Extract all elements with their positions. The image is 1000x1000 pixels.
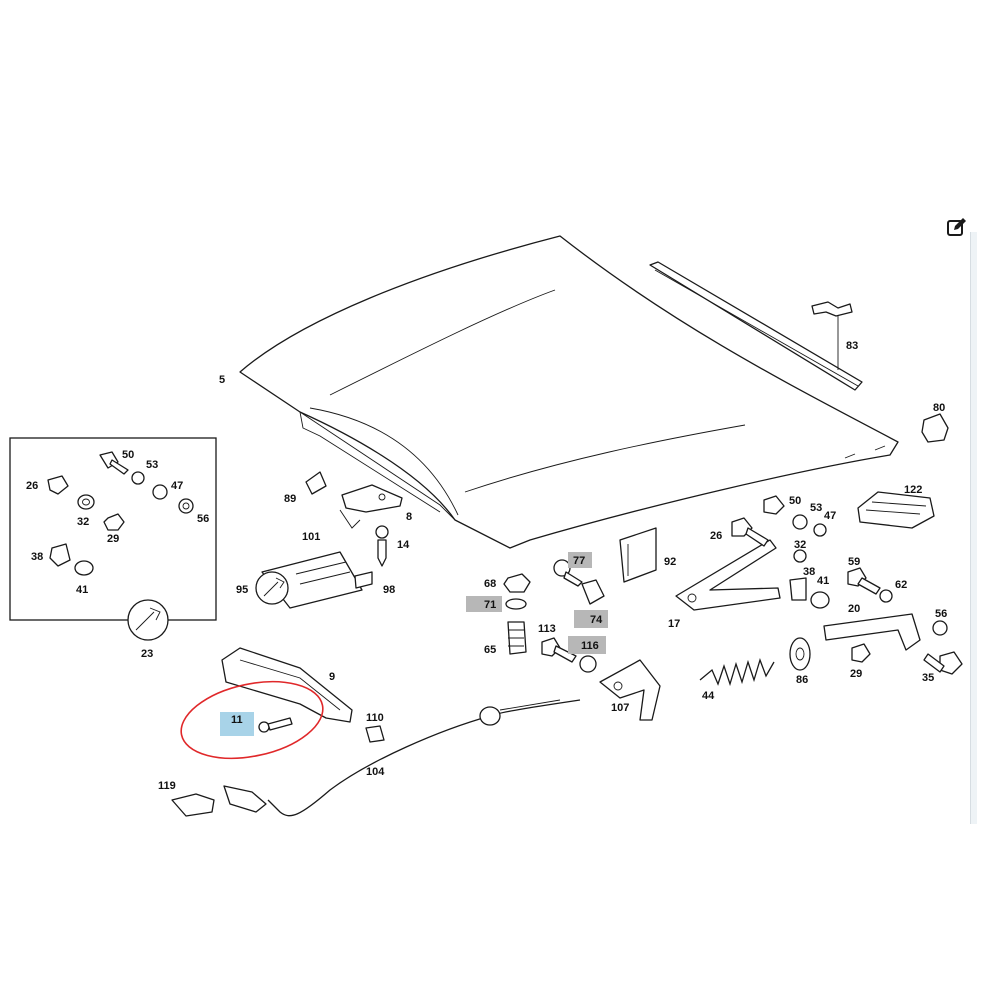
- highlight-11: [220, 712, 254, 736]
- label-38b: 38: [803, 566, 815, 578]
- hinge-hardware-right: [731, 495, 963, 675]
- bump-stop-80: [921, 413, 949, 443]
- label-53b: 53: [810, 502, 822, 514]
- nut-68: [503, 573, 531, 593]
- label-17: 17: [668, 618, 680, 630]
- label-92: 92: [664, 556, 676, 568]
- highlight-77: [568, 552, 592, 568]
- label-32a: 32: [77, 516, 89, 528]
- label-95: 95: [236, 584, 248, 596]
- label-65: 65: [484, 644, 496, 656]
- label-47a: 47: [171, 480, 183, 492]
- label-89: 89: [284, 493, 296, 505]
- label-26b: 26: [710, 530, 722, 542]
- clip-83: [811, 301, 853, 370]
- edit-icon[interactable]: [946, 216, 968, 238]
- highlight-71: [466, 596, 502, 612]
- label-68: 68: [484, 578, 496, 590]
- label-113: 113: [538, 623, 556, 635]
- label-53a: 53: [146, 459, 158, 471]
- stud-65: [507, 621, 527, 655]
- clip-110: [365, 725, 385, 743]
- seal-strip: [649, 261, 863, 391]
- washer-71: [505, 598, 527, 610]
- label-5: 5: [219, 374, 225, 386]
- bolt-11: [258, 717, 293, 733]
- label-29a: 29: [107, 533, 119, 545]
- cable-end-119: [171, 785, 267, 817]
- hinge-17: [675, 539, 781, 611]
- edit-icon-glyph: [947, 218, 966, 236]
- callout-ellipse: [180, 680, 324, 760]
- label-8: 8: [406, 511, 412, 523]
- label-107: 107: [611, 702, 629, 714]
- label-110: 110: [366, 712, 384, 724]
- label-77: 77: [573, 555, 585, 567]
- label-83: 83: [846, 340, 858, 352]
- label-14: 14: [397, 539, 410, 551]
- label-80: 80: [933, 402, 945, 414]
- label-116: 116: [581, 640, 599, 652]
- label-62: 62: [895, 579, 907, 591]
- label-71: 71: [484, 599, 496, 611]
- label-119: 119: [158, 780, 176, 792]
- hood-panel: [239, 235, 899, 549]
- clip-74: [581, 579, 605, 605]
- lock-washer-116: [579, 655, 597, 673]
- latch-bracket-89-8: [305, 471, 403, 529]
- label-104: 104: [366, 766, 385, 778]
- label-59: 59: [848, 556, 860, 568]
- part-labels: 5 83 80 122 50 53 26 47 32 29 56 38 41 2…: [26, 340, 947, 792]
- bracket-92: [619, 527, 657, 583]
- screw-77: [553, 559, 583, 587]
- label-26a: 26: [26, 480, 38, 492]
- label-41a: 41: [76, 584, 88, 596]
- label-50b: 50: [789, 495, 801, 507]
- hook-107: [599, 659, 661, 721]
- label-20: 20: [848, 603, 860, 615]
- label-101: 101: [302, 531, 320, 543]
- hardware-inset-box: [9, 437, 217, 641]
- label-35: 35: [922, 672, 934, 684]
- label-32b: 32: [794, 539, 806, 551]
- guide-101: [255, 551, 373, 609]
- insulation-pad-122: [857, 491, 935, 529]
- label-122: 122: [904, 484, 922, 496]
- highlight-74: [574, 610, 608, 628]
- release-cable-104: [267, 699, 581, 817]
- label-47b: 47: [824, 510, 836, 522]
- label-56b: 56: [935, 608, 947, 620]
- label-38a: 38: [31, 551, 43, 563]
- side-panel-edge: [970, 232, 977, 824]
- label-44: 44: [702, 690, 715, 702]
- label-98: 98: [383, 584, 395, 596]
- spring-44: [699, 657, 775, 687]
- label-41b: 41: [817, 575, 829, 587]
- label-86: 86: [796, 674, 808, 686]
- label-74: 74: [590, 614, 603, 626]
- label-23: 23: [141, 648, 153, 660]
- label-50a: 50: [122, 449, 134, 461]
- label-56a: 56: [197, 513, 209, 525]
- highlight-116: [568, 636, 606, 654]
- release-lever-9: [221, 647, 353, 723]
- label-11: 11: [231, 714, 243, 726]
- label-29b: 29: [850, 668, 862, 680]
- bushing-86: [789, 637, 811, 671]
- label-9: 9: [329, 671, 335, 683]
- screw-14: [375, 525, 389, 567]
